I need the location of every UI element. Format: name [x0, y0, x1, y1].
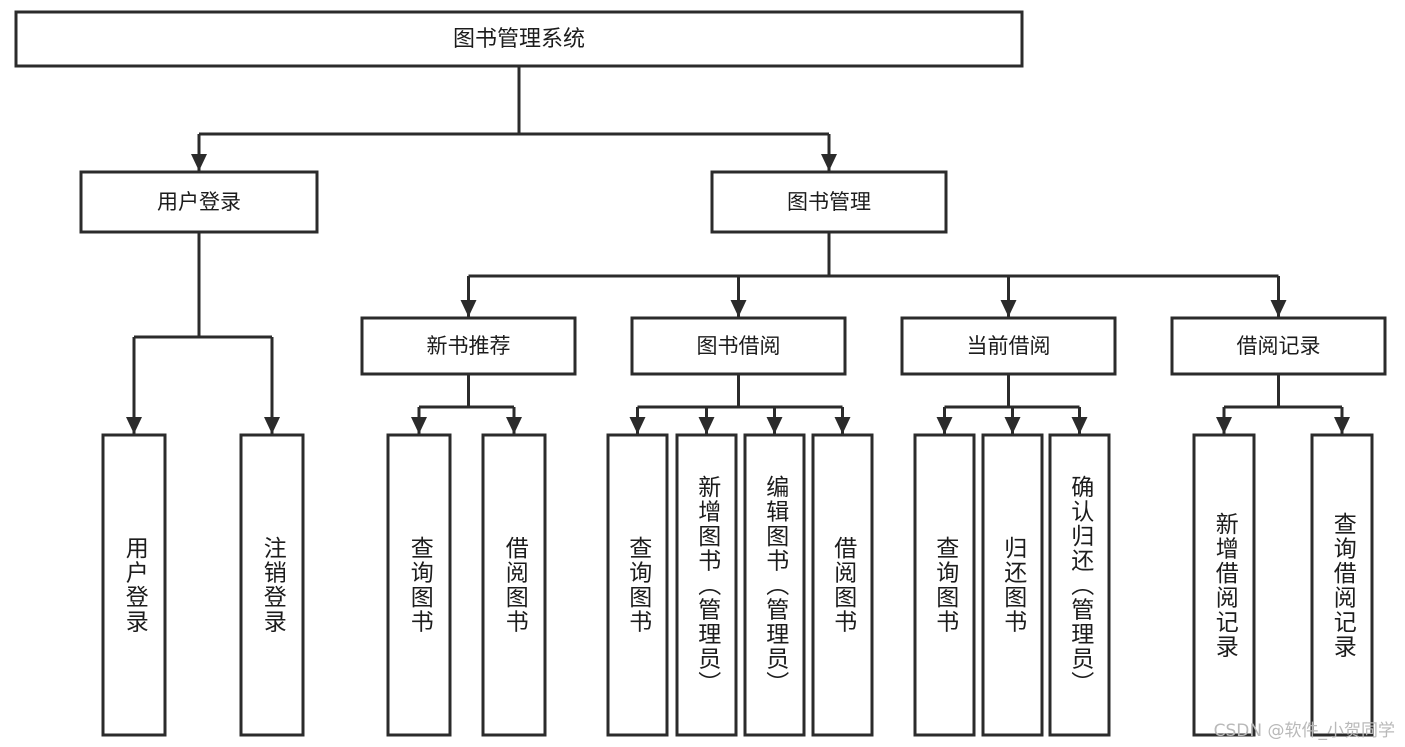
arrow-head-icon [1004, 417, 1021, 434]
leaf-node-12[interactable] [1310, 433, 1374, 737]
arrow-head-icon [936, 417, 953, 434]
arrow-head-icon [264, 417, 280, 434]
level2-node-1-label: 图书管理 [787, 190, 871, 214]
leaf-node-12-box[interactable] [1310, 433, 1374, 737]
level2-node-0-label: 用户登录 [157, 190, 241, 214]
leaf-node-11[interactable] [1192, 433, 1256, 737]
leaf-node-8-box[interactable] [913, 433, 976, 737]
leaf-node-11-box[interactable] [1192, 433, 1256, 737]
arrow-head-icon [821, 154, 837, 171]
level3-node-3[interactable]: 借阅记录 [1170, 316, 1387, 376]
root-node-图书管理系统-box[interactable] [14, 10, 1024, 68]
leaf-node-0-box[interactable] [101, 433, 167, 737]
level3-node-1[interactable]: 图书借阅 [630, 316, 847, 376]
level3-node-0-label: 新书推荐 [427, 334, 511, 358]
arrow-head-icon [1000, 300, 1017, 317]
leaf-node-1-box[interactable] [239, 433, 305, 737]
leaf-node-5[interactable] [675, 433, 738, 737]
level3-node-0-box[interactable] [360, 316, 577, 376]
root-node-图书管理系统[interactable]: 图书管理系统 [14, 10, 1024, 68]
arrow-head-icon [460, 300, 477, 317]
level3-node-2-label: 当前借阅 [967, 334, 1051, 358]
root-node-图书管理系统-label: 图书管理系统 [453, 27, 585, 52]
leaf-node-4[interactable] [606, 433, 669, 737]
arrow-head-icon [629, 417, 646, 434]
level3-node-1-box[interactable] [630, 316, 847, 376]
leaf-node-4-box[interactable] [606, 433, 669, 737]
level3-node-2[interactable]: 当前借阅 [900, 316, 1117, 376]
level3-node-0[interactable]: 新书推荐 [360, 316, 577, 376]
arrow-head-icon [191, 154, 207, 171]
csdn-watermark: CSDN @软件_小贺同学 [1213, 721, 1395, 741]
arrow-head-icon [1071, 417, 1088, 434]
leaf-node-5-box[interactable] [675, 433, 738, 737]
arrow-head-icon [1216, 417, 1232, 434]
leaf-node-8[interactable] [913, 433, 976, 737]
leaf-node-2[interactable] [386, 433, 452, 737]
level2-node-0-box[interactable] [79, 170, 319, 234]
arrow-head-icon [834, 417, 851, 434]
arrow-head-icon [730, 300, 747, 317]
leaf-node-10[interactable] [1048, 433, 1111, 737]
arrow-head-icon [766, 417, 783, 434]
leaf-node-3-box[interactable] [481, 433, 547, 737]
leaf-node-9-box[interactable] [981, 433, 1044, 737]
leaf-node-0[interactable] [101, 433, 167, 737]
leaf-node-9[interactable] [981, 433, 1044, 737]
leaf-node-1[interactable] [239, 433, 305, 737]
level3-node-3-box[interactable] [1170, 316, 1387, 376]
leaf-node-7[interactable] [811, 433, 874, 737]
level3-node-3-label: 借阅记录 [1237, 334, 1321, 358]
level3-node-1-label: 图书借阅 [697, 334, 781, 358]
connectors-layer [126, 66, 1350, 434]
level3-node-2-box[interactable] [900, 316, 1117, 376]
level2-node-1[interactable]: 图书管理 [710, 170, 948, 234]
level2-node-1-box[interactable] [710, 170, 948, 234]
leaf-node-2-box[interactable] [386, 433, 452, 737]
arrow-head-icon [126, 417, 142, 434]
arrow-head-icon [1270, 300, 1287, 317]
leaf-node-7-box[interactable] [811, 433, 874, 737]
leaf-node-10-box[interactable] [1048, 433, 1111, 737]
arrow-head-icon [698, 417, 715, 434]
arrow-head-icon [1334, 417, 1350, 434]
arrow-head-icon [506, 417, 522, 434]
level2-node-0[interactable]: 用户登录 [79, 170, 319, 234]
leaf-node-6[interactable] [743, 433, 806, 737]
leaf-node-3[interactable] [481, 433, 547, 737]
arrow-head-icon [411, 417, 427, 434]
leaf-node-6-box[interactable] [743, 433, 806, 737]
